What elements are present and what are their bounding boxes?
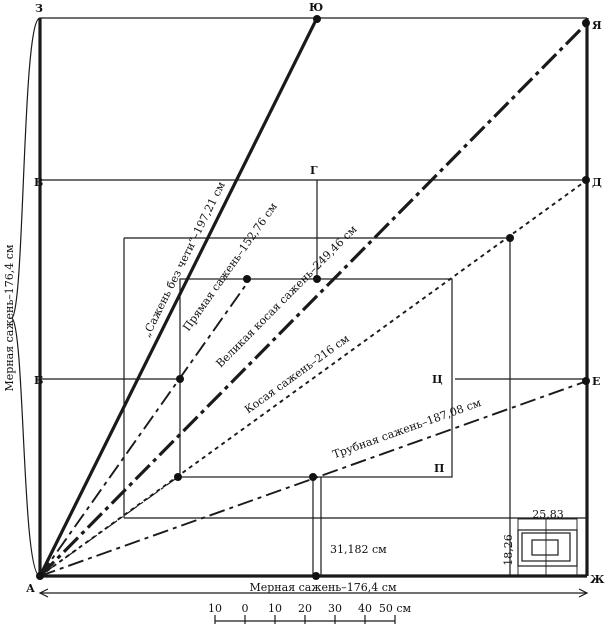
point-d bbox=[582, 176, 590, 184]
scale-bar: 10 0 10 20 30 40 50 см bbox=[208, 602, 412, 624]
label-trubnaya: Трубная сажень–187,08 см bbox=[331, 396, 483, 461]
horizontal-lines bbox=[40, 179, 587, 380]
label-bez-cheti: „Сажень без чети“–197,21 см bbox=[140, 179, 228, 339]
line-pryamaya bbox=[39, 278, 251, 577]
vertical-31cm-lines bbox=[312, 477, 322, 577]
letter-g: Г bbox=[310, 164, 318, 177]
label-merna-horizontal: Мерная сажень–176,4 см bbox=[249, 581, 396, 594]
letter-zh: Ж bbox=[590, 573, 605, 586]
point-ya bbox=[582, 19, 590, 27]
point-rect-top-1 bbox=[243, 275, 251, 283]
letter-p: П bbox=[434, 462, 444, 475]
point-e bbox=[582, 377, 590, 385]
point-rect-bottom-mid bbox=[309, 473, 317, 481]
letter-z: З bbox=[35, 2, 43, 15]
label-merna-vertical: Мерная сажень–176,4 см bbox=[3, 244, 16, 391]
point-bottom-mid bbox=[312, 572, 320, 580]
inset-width-label: 25,83 bbox=[532, 508, 564, 521]
label-kosaya: Косая сажень–216 см bbox=[242, 332, 352, 416]
dimension-lines bbox=[11, 17, 589, 598]
point-rect-top-2 bbox=[313, 275, 321, 283]
scale-label-6: 50 см bbox=[379, 602, 412, 615]
point-rect-bottom-left bbox=[174, 473, 182, 481]
inset-detail bbox=[517, 518, 578, 577]
point-yu bbox=[313, 15, 321, 23]
line-p-connector bbox=[39, 476, 179, 577]
small-rect bbox=[179, 278, 453, 478]
point-letters: З Ю Я В Г Д Б Ц Е П А Ж bbox=[26, 1, 605, 595]
letter-v: В bbox=[34, 176, 43, 189]
scale-label-4: 30 bbox=[328, 602, 342, 615]
inset-inner bbox=[531, 539, 559, 556]
letter-a: А bbox=[26, 582, 35, 595]
point-large-rect-corner bbox=[506, 234, 514, 242]
letter-ts: Ц bbox=[432, 373, 443, 386]
points bbox=[36, 15, 590, 580]
point-b-rect bbox=[176, 375, 184, 383]
scale-label-3: 20 bbox=[298, 602, 312, 615]
letter-yu: Ю bbox=[309, 1, 323, 14]
scale-label-5: 40 bbox=[358, 602, 372, 615]
scale-label-0: 10 bbox=[208, 602, 222, 615]
label-31cm: 31,182 см bbox=[330, 543, 387, 556]
measurement-labels: Мерная сажень–176,4 см Мерная сажень–176… bbox=[3, 179, 564, 594]
line-velikaya bbox=[38, 21, 589, 578]
letter-e: Е bbox=[592, 375, 600, 388]
letter-b: Б bbox=[34, 374, 43, 387]
scale-label-2: 10 bbox=[268, 602, 282, 615]
diagonals bbox=[38, 17, 589, 578]
inset-height-label: 18,26 bbox=[502, 534, 515, 566]
line-bez-cheti bbox=[38, 17, 319, 577]
bottom-connector bbox=[312, 477, 322, 577]
letter-ya: Я bbox=[592, 19, 602, 32]
inset-outer bbox=[517, 529, 578, 567]
outer-square bbox=[38, 17, 589, 578]
vertical-brace bbox=[11, 17, 41, 577]
horizontal-arrows bbox=[38, 588, 589, 598]
inset-frame bbox=[517, 518, 578, 577]
letter-d: Д bbox=[592, 176, 602, 189]
scale-label-1: 0 bbox=[242, 602, 249, 615]
line-trubnaya bbox=[39, 380, 588, 577]
